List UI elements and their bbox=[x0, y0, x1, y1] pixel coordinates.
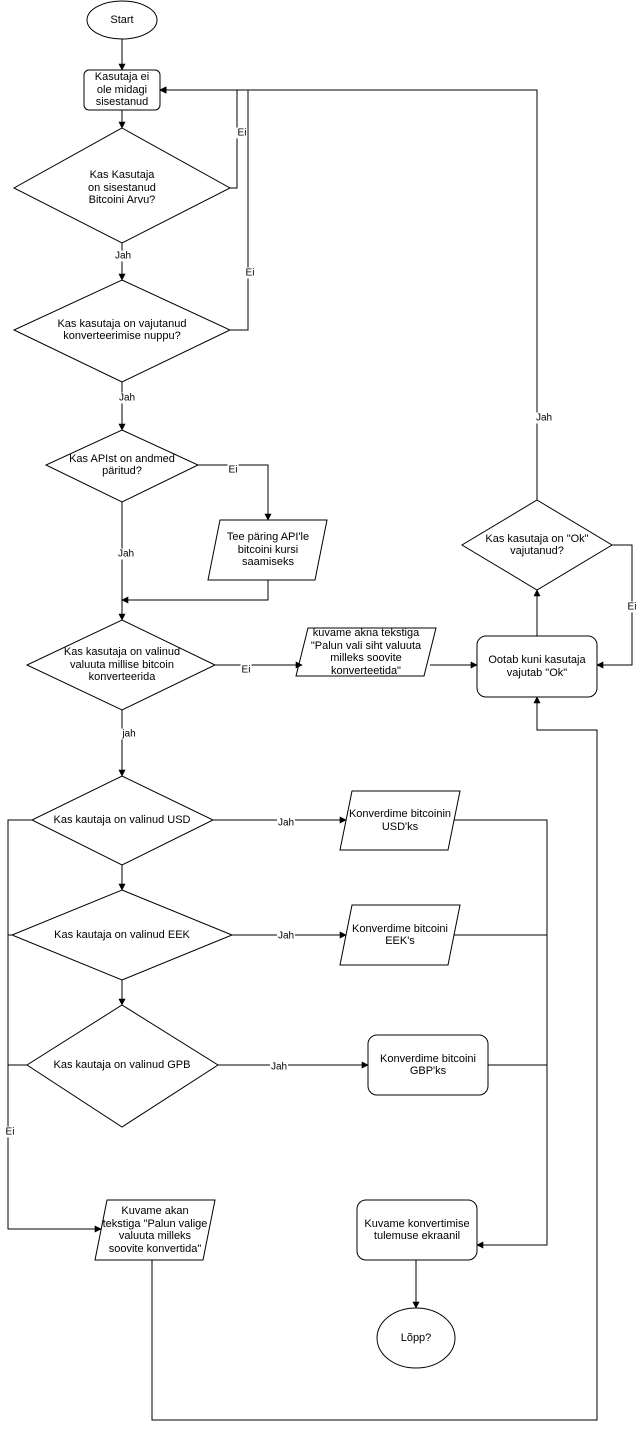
show-result-label: Kuvame konvertimise tulemuse ekraanil bbox=[364, 1217, 470, 1243]
convert-gbp-label: Konverdime bitcoini GBP'ks bbox=[380, 1052, 476, 1078]
end-label: Lõpp? bbox=[400, 1331, 432, 1344]
edge-label-button-yes: Jah bbox=[117, 392, 137, 404]
convert-usd-io bbox=[339, 790, 461, 851]
select-currency-label: Kuvame akan tekstiga "Palun valige valuu… bbox=[102, 1205, 208, 1255]
select-target-label: kuvame akna tekstiga "Palun vali siht va… bbox=[310, 627, 422, 677]
show-result-process bbox=[356, 1199, 478, 1261]
gpb-decision bbox=[26, 1004, 219, 1128]
start-label: Start bbox=[110, 13, 134, 26]
edge-label-gpb-no: Ei bbox=[4, 1126, 16, 1138]
edge-select-to-wait bbox=[151, 696, 598, 1421]
gpb-decision-label: Kas kautaja on valinud GPB bbox=[53, 1058, 191, 1071]
api-request-io bbox=[207, 519, 328, 581]
edge-label-api-no: Ei bbox=[227, 464, 239, 476]
edge-label-ok-no: Ei bbox=[626, 601, 638, 613]
edge-label-input-yes: Jah bbox=[113, 250, 133, 262]
api-request-label: Tee päring API'le bitcoini kursi saamise… bbox=[226, 531, 310, 569]
select-target-io bbox=[295, 627, 437, 677]
edge-api-no bbox=[198, 464, 272, 521]
convert-usd-label: Konverdime bitcoinin USD'ks bbox=[348, 808, 452, 833]
edge-label-gpb-yes: Jah bbox=[269, 1061, 289, 1073]
edge-ok-yes bbox=[159, 86, 538, 500]
edge-left-bus bbox=[7, 819, 102, 1233]
convert-eek-io bbox=[339, 904, 461, 966]
api-decision-label: Kas APIst on andmed päritud? bbox=[69, 452, 175, 478]
ok-decision-label: Kas kasutaja on "Ok" vajutanud? bbox=[485, 532, 589, 558]
usd-decision-label: Kas kautaja on valinud USD bbox=[53, 813, 191, 826]
edge-label-api-yes: Jah bbox=[116, 548, 136, 560]
eek-decision-label: Kas kautaja on valinud EEK bbox=[54, 928, 190, 941]
edge-label-ok-yes: Jah bbox=[534, 412, 554, 424]
no-input-label: Kasutaja ei ole midagi sisestanud bbox=[94, 71, 150, 109]
edge-label-eek-yes: Jah bbox=[276, 930, 296, 942]
edge-label-currency-yes: jah bbox=[121, 728, 137, 740]
edge-label-usd-yes: Jah bbox=[276, 817, 296, 829]
select-currency-io bbox=[94, 1199, 216, 1261]
edge-conversions-to-result bbox=[454, 819, 548, 1249]
edge-label-currency-no: Ei bbox=[240, 664, 252, 676]
convert-eek-label: Konverdime bitcoini EEK's bbox=[352, 922, 448, 948]
currency-decision-label: Kas kasutaja on valinud valuuta millise … bbox=[63, 646, 181, 684]
button-decision-label: Kas kasutaja on vajutanud konverteerimis… bbox=[57, 317, 187, 343]
edge-apirequest-back bbox=[121, 580, 269, 604]
input-decision-label: Kas Kasutaja on sisestanud Bitcoini Arvu… bbox=[88, 169, 156, 207]
edge-label-button-no: Ei bbox=[244, 267, 256, 279]
edge-label-input-no: Ei bbox=[236, 127, 248, 139]
wait-ok-label: Ootab kuni kasutaja vajutab "Ok" bbox=[488, 654, 586, 679]
